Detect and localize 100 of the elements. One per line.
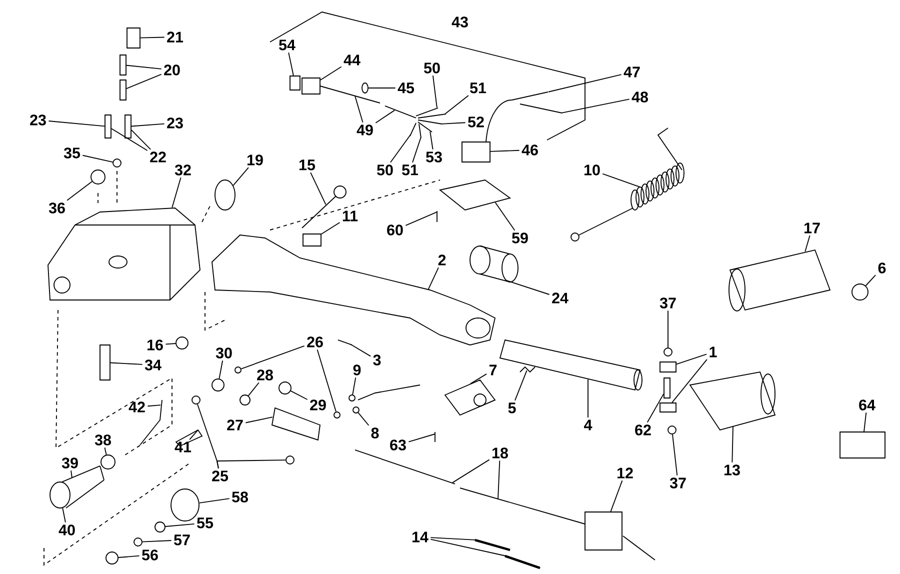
callout-number: 8 — [371, 428, 379, 438]
callout-number: 32 — [174, 164, 191, 176]
callout-number: 12 — [618, 468, 633, 478]
leader-line — [232, 167, 249, 186]
terminal — [104, 114, 112, 138]
terminal — [124, 114, 132, 138]
callout-number: 2 — [438, 254, 446, 266]
callout-number: 7 — [489, 364, 497, 376]
cable — [354, 450, 456, 484]
leader-line — [62, 508, 66, 523]
leader-line — [676, 354, 707, 365]
callout-number: 23 — [30, 114, 46, 126]
leader-line — [66, 181, 93, 201]
leader-line — [646, 394, 664, 423]
cap — [852, 284, 868, 300]
callout-number: 27 — [227, 420, 243, 430]
callout-number: 64 — [859, 400, 876, 410]
cable — [460, 488, 586, 524]
leader-line — [131, 130, 152, 150]
leader-line — [865, 274, 876, 286]
spring — [520, 366, 536, 373]
pipe — [504, 554, 540, 570]
leader-line — [498, 460, 500, 499]
leader-line — [561, 98, 630, 114]
leader-line — [430, 537, 476, 540]
nut — [278, 382, 292, 394]
pad — [660, 402, 676, 412]
leader-line — [390, 134, 412, 163]
callout-number: 4 — [584, 420, 592, 430]
wire — [120, 54, 126, 76]
callout-number: 40 — [58, 524, 75, 536]
leader-line — [48, 120, 105, 127]
wire — [320, 86, 380, 104]
leader-line — [412, 137, 422, 163]
leader-line — [732, 426, 734, 463]
callout-number: 56 — [142, 550, 158, 560]
connector-face — [50, 482, 70, 508]
leader-line — [218, 360, 224, 380]
terminal — [418, 124, 422, 138]
callout-number: 25 — [212, 470, 228, 482]
pad — [660, 362, 676, 372]
callout-number: 30 — [216, 348, 232, 358]
leader-line — [375, 110, 395, 124]
leader-line — [445, 95, 469, 114]
leader-line — [441, 122, 466, 124]
leader-line — [248, 382, 260, 396]
callout-number: 15 — [300, 160, 316, 170]
leader-line — [290, 390, 308, 400]
bushing — [668, 426, 676, 434]
ring — [362, 82, 368, 94]
callout-number: 6 — [878, 262, 886, 274]
leader-line — [111, 128, 148, 151]
leader-line — [470, 373, 488, 384]
leader-line — [864, 412, 867, 432]
callout-number: 49 — [356, 124, 373, 136]
callout-number: 37 — [670, 478, 686, 488]
callout-number: 19 — [248, 154, 263, 166]
callout-number: 54 — [279, 40, 296, 50]
callout-number: 50 — [377, 164, 393, 176]
leader-line — [494, 202, 516, 231]
callout-number: 10 — [584, 164, 600, 176]
knob — [106, 552, 118, 564]
leader-line — [172, 177, 182, 208]
leader-line — [240, 345, 305, 370]
leader-line — [189, 430, 198, 440]
leader-line — [405, 212, 437, 226]
terminal — [418, 120, 442, 124]
callout-number: 38 — [94, 434, 112, 446]
leader-line — [198, 498, 230, 504]
callout-number: 13 — [724, 464, 740, 476]
callout-number: 35 — [64, 148, 80, 158]
leader-line — [432, 75, 438, 108]
callout-number: 24 — [552, 292, 568, 304]
callout-number: 1 — [710, 346, 717, 358]
callout-number: 28 — [257, 370, 274, 380]
wire-lead — [486, 92, 548, 142]
leader-line — [358, 412, 370, 426]
callout-number: 46 — [522, 144, 538, 156]
leader-line — [164, 523, 195, 527]
leader-line — [548, 74, 622, 92]
callout-number: 34 — [144, 360, 162, 370]
leader-line — [350, 344, 372, 357]
leader-line — [131, 123, 165, 127]
terminal — [410, 122, 416, 136]
callout-number: 44 — [344, 54, 360, 66]
leader-line — [142, 540, 172, 542]
leader-line — [126, 74, 162, 90]
ring-terminal — [348, 394, 356, 402]
ring-terminal — [352, 406, 360, 414]
leader-line — [140, 36, 165, 38]
callout-number: 16 — [148, 340, 163, 350]
leader-line — [430, 538, 506, 556]
plug — [290, 76, 300, 90]
callout-number: 23 — [167, 118, 183, 128]
washer — [214, 180, 236, 210]
callout-number: 17 — [804, 222, 820, 234]
clip — [302, 234, 322, 246]
nut — [100, 454, 116, 470]
callout-number: 57 — [174, 534, 190, 546]
callout-number: 55 — [197, 518, 214, 528]
